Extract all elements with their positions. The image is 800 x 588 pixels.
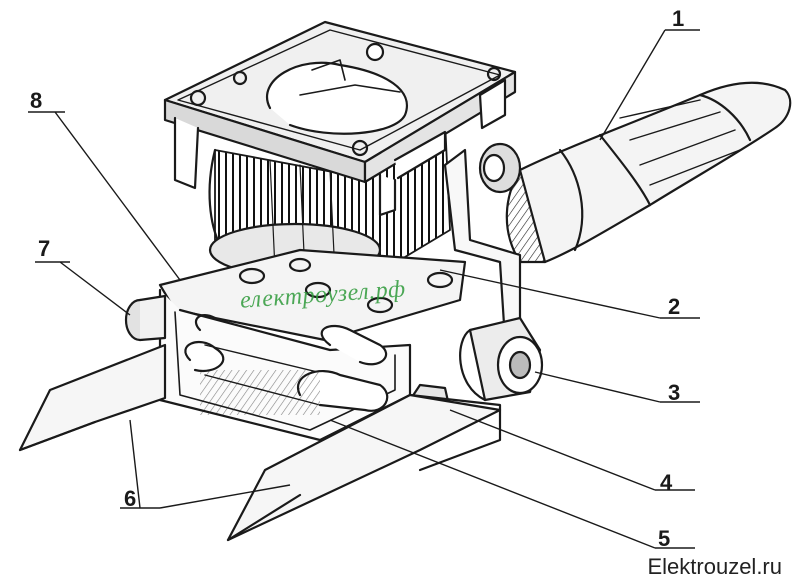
top-frame — [163, 20, 517, 217]
label-5: 5 — [658, 526, 671, 551]
label-4: 4 — [660, 470, 673, 495]
label-1: 1 — [672, 6, 685, 31]
leader-6a — [120, 419, 160, 509]
roller — [459, 316, 544, 402]
leader-4 — [449, 409, 695, 491]
leader-3 — [534, 371, 700, 403]
label-3: 3 — [668, 380, 681, 405]
label-8: 8 — [30, 88, 43, 113]
site-name: Elektrouzel.ru — [647, 554, 782, 579]
coil-cage — [158, 288, 412, 442]
base-plate — [158, 248, 467, 342]
leader-1 — [599, 29, 700, 141]
side-bracket — [443, 142, 522, 342]
blade-right — [226, 393, 502, 542]
label-2: 2 — [668, 294, 681, 319]
knob — [124, 294, 167, 342]
label-7: 7 — [38, 236, 51, 261]
label-6: 6 — [124, 486, 137, 511]
blade-left — [18, 343, 167, 452]
leader-6b — [159, 484, 291, 509]
leader-2 — [439, 269, 700, 319]
leader-5 — [329, 419, 695, 549]
leader-7 — [35, 261, 131, 316]
leader-8 — [28, 111, 181, 281]
handle — [505, 81, 792, 264]
